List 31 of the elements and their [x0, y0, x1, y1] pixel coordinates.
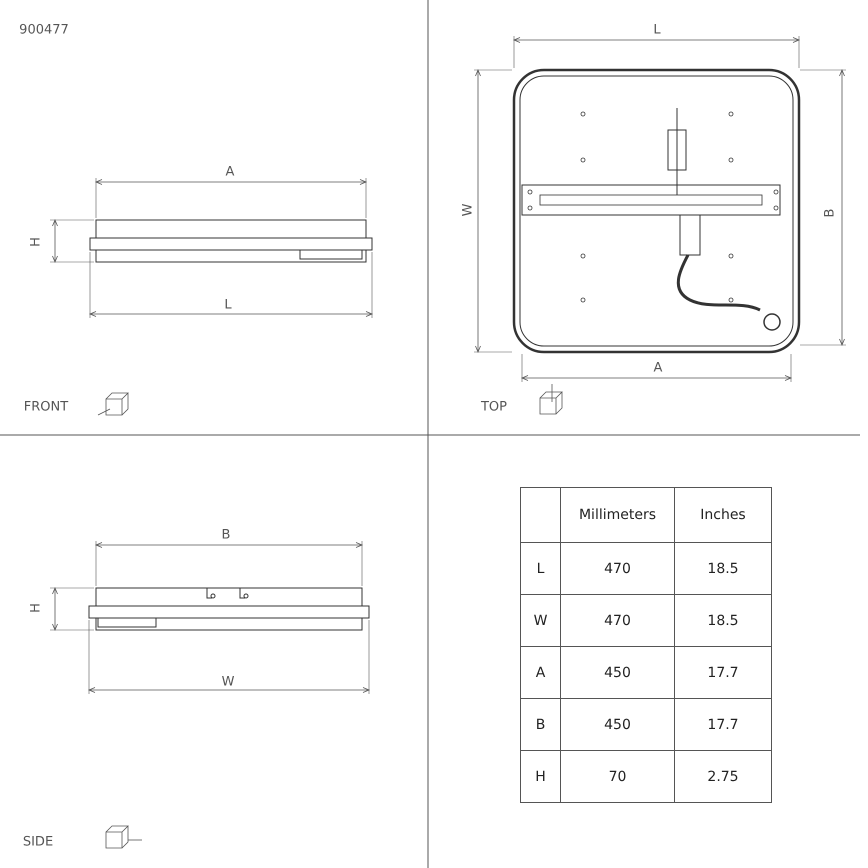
view-label: TOP	[481, 400, 507, 414]
table-cell: Millimeters	[561, 488, 674, 542]
dimension-label: H	[30, 237, 42, 247]
dimension-label: B	[824, 208, 836, 218]
dimension-label: H	[30, 603, 42, 613]
table-cell: 470	[561, 543, 674, 594]
table-cell: 18.5	[675, 543, 771, 594]
table-cell: 470	[561, 595, 674, 646]
table-cell: A	[521, 647, 560, 698]
part-number: 900477	[19, 24, 69, 36]
table-cell: W	[521, 595, 560, 646]
dimension-label: W	[462, 204, 474, 216]
table-cell: 70	[561, 751, 674, 802]
dimension-label: A	[654, 362, 662, 374]
table-cell: H	[521, 751, 560, 802]
table-cell: 17.7	[675, 699, 771, 750]
table-cell: 2.75	[675, 751, 771, 802]
table-cell: 450	[561, 699, 674, 750]
dimension-label: A	[226, 166, 234, 178]
view-label: SIDE	[22, 836, 54, 848]
dimension-label: L	[653, 24, 661, 36]
dimension-label: W	[222, 676, 234, 688]
table-cell: Inches	[675, 488, 771, 542]
dimension-label: B	[222, 528, 230, 542]
table-cell: B	[521, 699, 560, 750]
table-cell: L	[521, 543, 560, 594]
dimension-label: L	[224, 298, 232, 312]
table-cell: 450	[561, 647, 674, 698]
table-cell: 17.7	[675, 647, 771, 698]
view-label: FRONT	[24, 400, 68, 414]
table-cell: 18.5	[675, 595, 771, 646]
